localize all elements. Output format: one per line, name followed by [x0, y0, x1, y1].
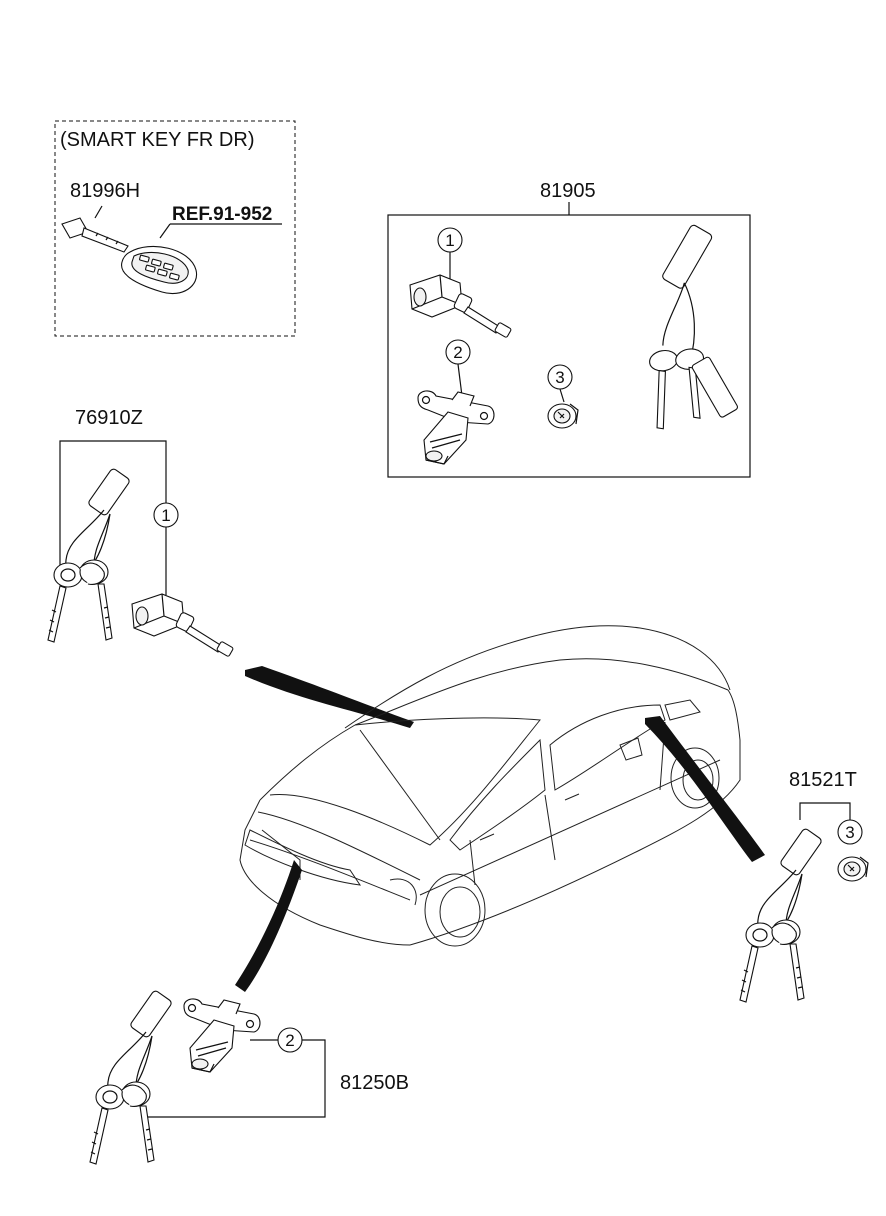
- trunk-lock-arrow: [235, 860, 302, 992]
- door-lock-arrow: [245, 666, 414, 728]
- part-number-81521t: 81521T: [789, 769, 857, 791]
- smart-key-fob-icon: [121, 245, 198, 294]
- callout-3-label: 3: [555, 368, 564, 387]
- smart-key-dashed-box: [54, 120, 296, 337]
- keyset-81250b-group: 81250B 2: [89, 860, 409, 1165]
- left-callout-circle-1: [153, 502, 179, 528]
- smart-key-group: (SMART KEY FR DR) 81996H REF.91-952: [54, 120, 296, 337]
- ref-label: REF.91-952: [172, 204, 272, 225]
- bottom-callout-2-label: 2: [285, 1031, 294, 1050]
- callout-1-label: 1: [445, 231, 454, 250]
- glove-lock-arrow: [645, 716, 765, 862]
- callout-2-label: 2: [453, 343, 462, 362]
- kit-81905-group: 81905 1 2 3: [387, 180, 751, 478]
- smart-key-title: (SMART KEY FR DR): [60, 129, 254, 151]
- part-number-81905: 81905: [540, 180, 596, 202]
- part-number-76910z: 76910Z: [75, 407, 143, 429]
- part-number-81996h: 81996H: [70, 180, 140, 202]
- key-set-icon: [89, 989, 174, 1165]
- ref-leader: [159, 223, 171, 239]
- bottom-callout-circle-2: [277, 1027, 303, 1053]
- callout-3-leader: [559, 388, 565, 403]
- right-bracket-line: [799, 802, 851, 820]
- kit-box-frame: [387, 214, 751, 478]
- left-bracket-line: [59, 440, 167, 580]
- left-callout-1-label: 1: [161, 506, 170, 525]
- glove-box-lock-icon: [837, 856, 869, 882]
- blade-leader: [94, 205, 103, 219]
- bottom-bracket-line: [145, 1039, 326, 1118]
- trunk-lock-cylinder-icon: [183, 998, 261, 1073]
- door-lock-cylinder-icon: [409, 274, 513, 339]
- key-set-icon: [649, 224, 738, 430]
- sedan-icon: [239, 625, 741, 947]
- part-number-81250b: 81250B: [340, 1072, 409, 1094]
- callout-2-leader: [457, 363, 463, 397]
- keyset-81521t-group: 81521T 3: [645, 716, 869, 1003]
- keyset-76910z-group: 76910Z 1: [47, 407, 414, 728]
- glove-box-lock-icon: [547, 403, 579, 429]
- trunk-lock-cylinder-icon: [417, 390, 495, 465]
- right-callout-circle-3: [837, 819, 863, 845]
- door-lock-cylinder-icon: [131, 593, 235, 658]
- emergency-key-blade-icon: [61, 217, 129, 253]
- right-callout-3-label: 3: [845, 823, 854, 842]
